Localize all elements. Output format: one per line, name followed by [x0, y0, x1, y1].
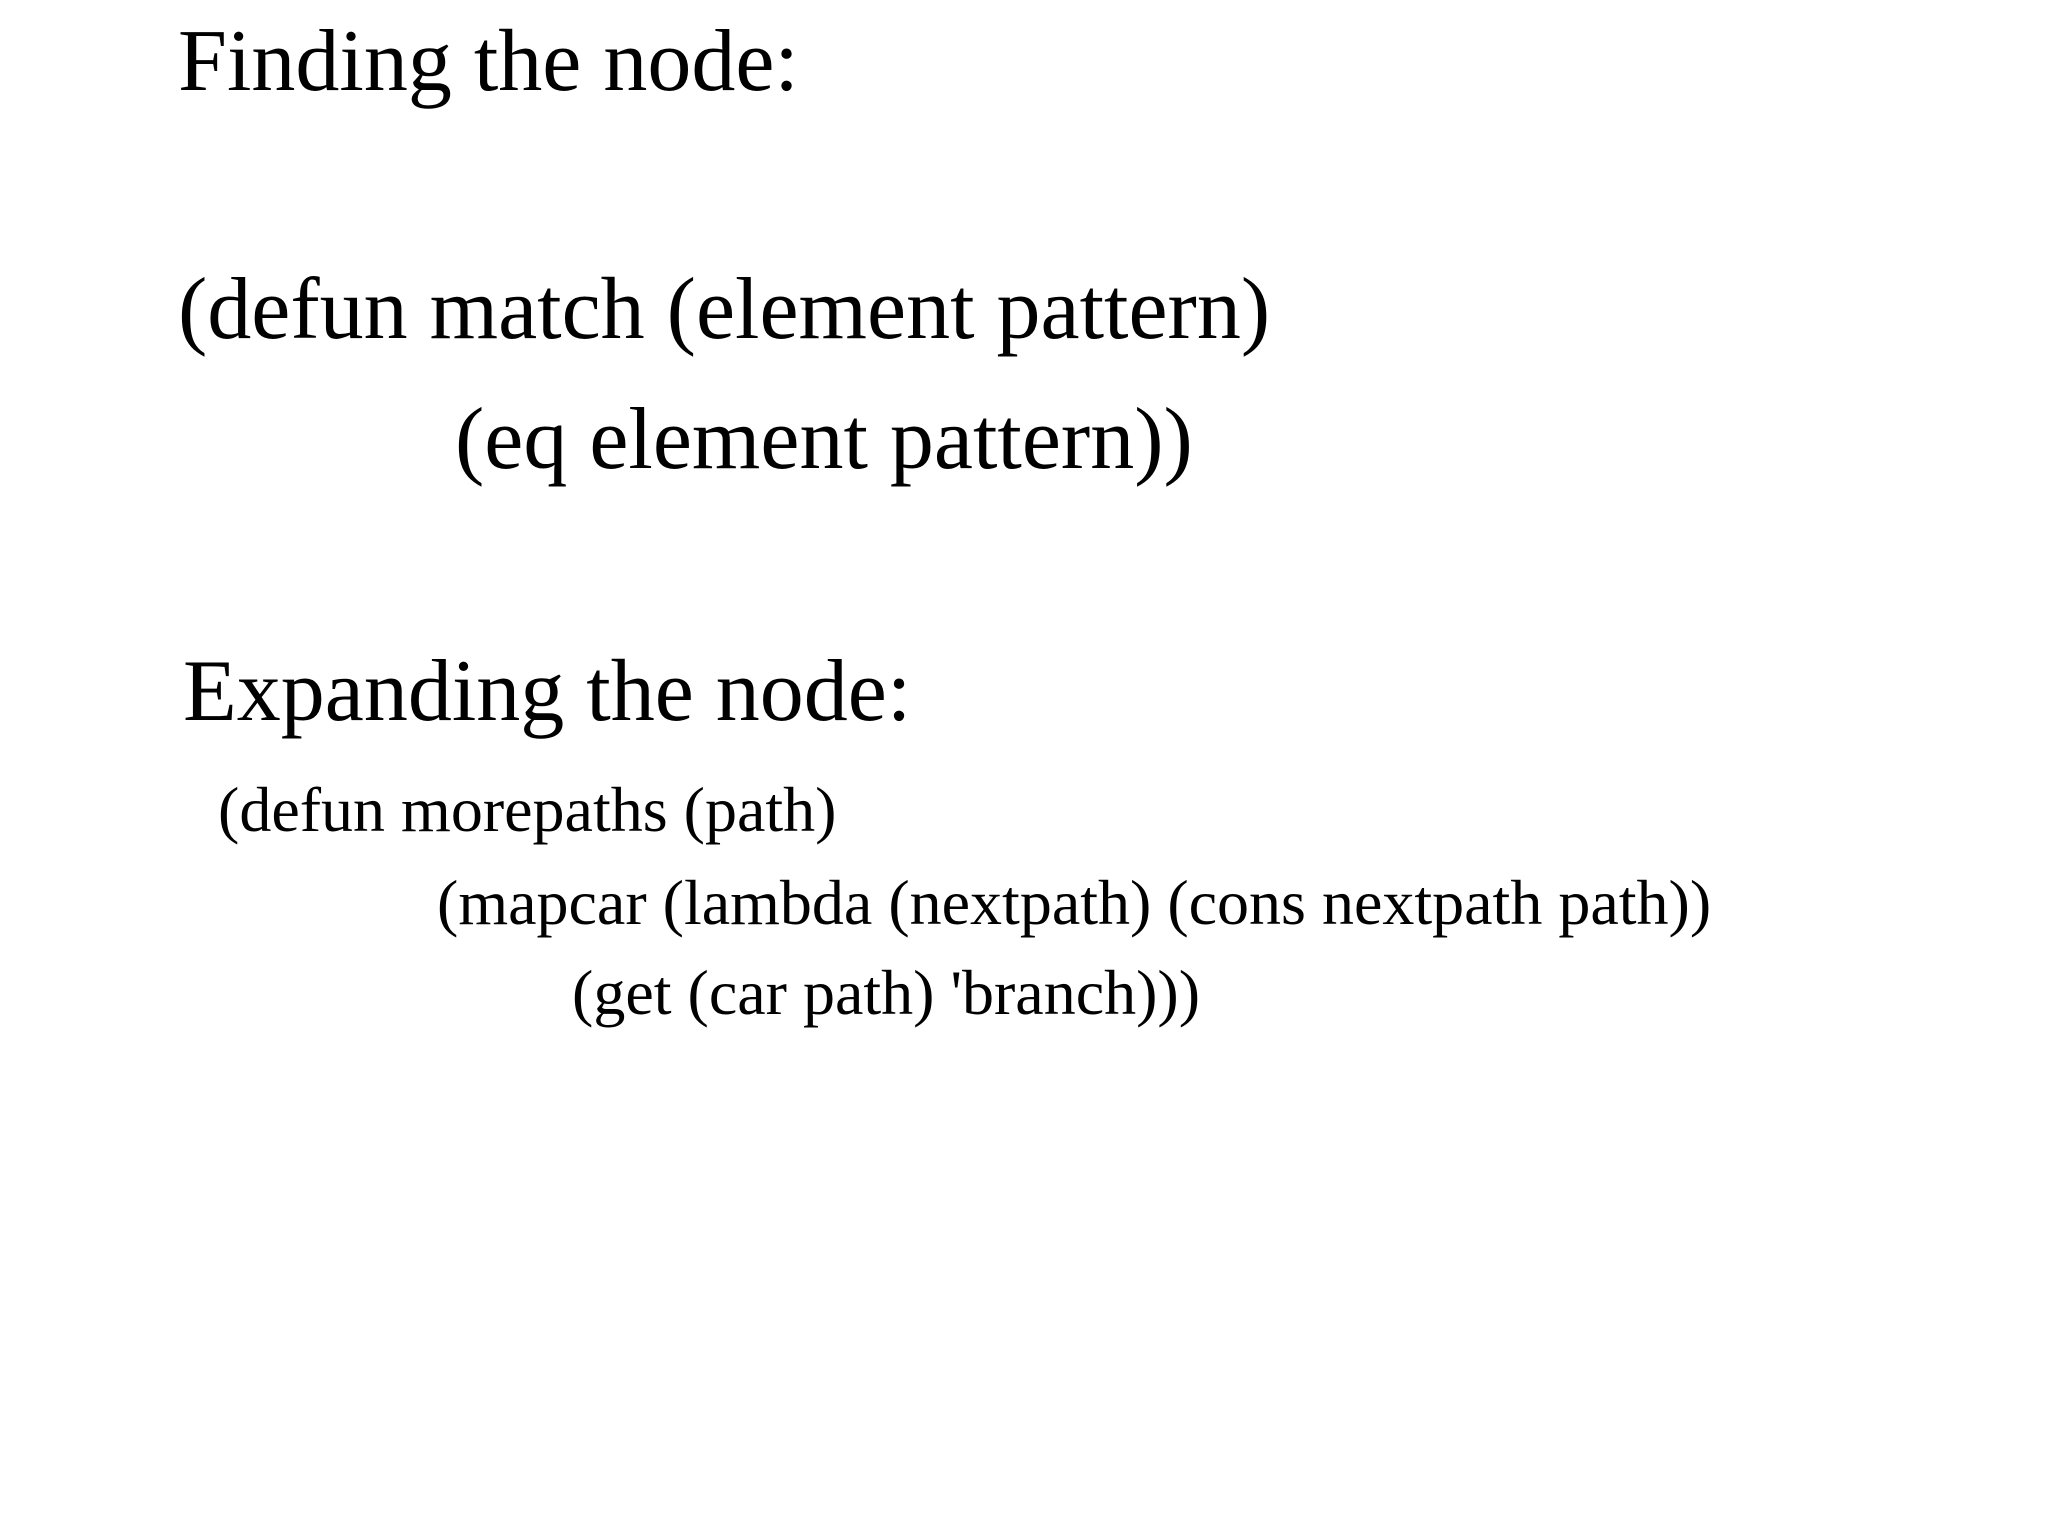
finding-node-heading: Finding the node: [178, 13, 799, 110]
morepaths-get-line: (get (car path) 'branch))) [572, 957, 1201, 1028]
morepaths-defun-line: (defun morepaths (path) [218, 774, 837, 845]
match-body-line: (eq element pattern)) [455, 391, 1193, 488]
morepaths-mapcar-line: (mapcar (lambda (nextpath) (cons nextpat… [437, 867, 1712, 938]
expanding-node-heading: Expanding the node: [183, 643, 912, 740]
match-defun-line: (defun match (element pattern) [178, 261, 1271, 358]
